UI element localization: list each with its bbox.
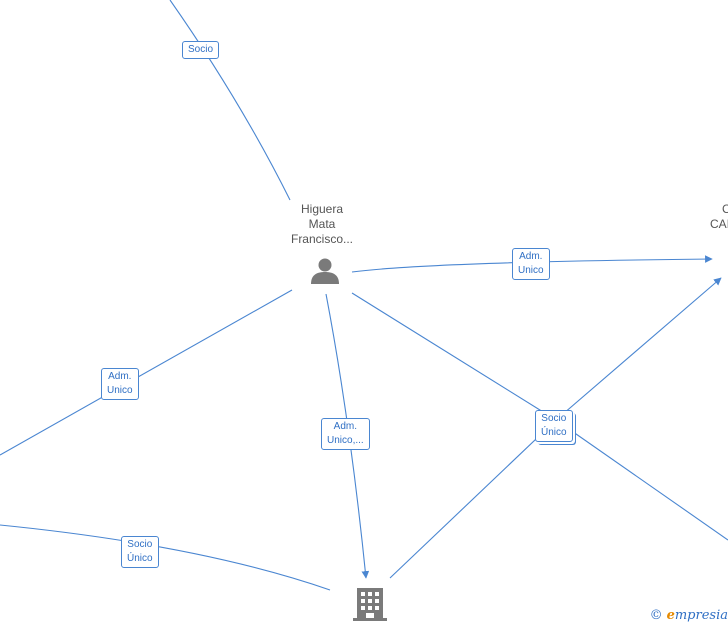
person-icon[interactable] [311, 258, 339, 285]
edge-label-adm-unico-right[interactable]: Adm. Unico [512, 248, 550, 280]
edge-label-adm-unico-center[interactable]: Adm. Unico,... [321, 418, 370, 450]
edge-hub-to-company-right [555, 277, 722, 421]
edge-label-socio-unico-right[interactable]: Socio Único [535, 410, 573, 442]
edge-hub-to-bottom-right [555, 419, 728, 541]
edge-hub-to-building [389, 419, 557, 579]
copyright-icon: © [649, 608, 663, 623]
edge-person-to-hub [351, 292, 557, 421]
person-name[interactable]: Higuera Mata Francisco... [290, 202, 353, 246]
edge-top-to-person [169, 0, 291, 201]
building-icon[interactable] [353, 588, 387, 621]
edge-label-socio-unico-bottom[interactable]: Socio Único [121, 536, 159, 568]
brand-logo-text: mpresia [674, 608, 728, 623]
company-right-name[interactable]: C CAI [710, 202, 728, 231]
edge-left-to-building [0, 524, 331, 591]
brand-logo-initial: e [666, 608, 675, 623]
brand-watermark: ©empresia [650, 608, 728, 623]
edge-label-socio-top[interactable]: Socio [182, 41, 220, 59]
edge-person-to-company-right [351, 255, 713, 273]
edge-person-to-left [0, 289, 293, 456]
edge-label-adm-unico-left[interactable]: Adm. Unico [101, 368, 139, 400]
